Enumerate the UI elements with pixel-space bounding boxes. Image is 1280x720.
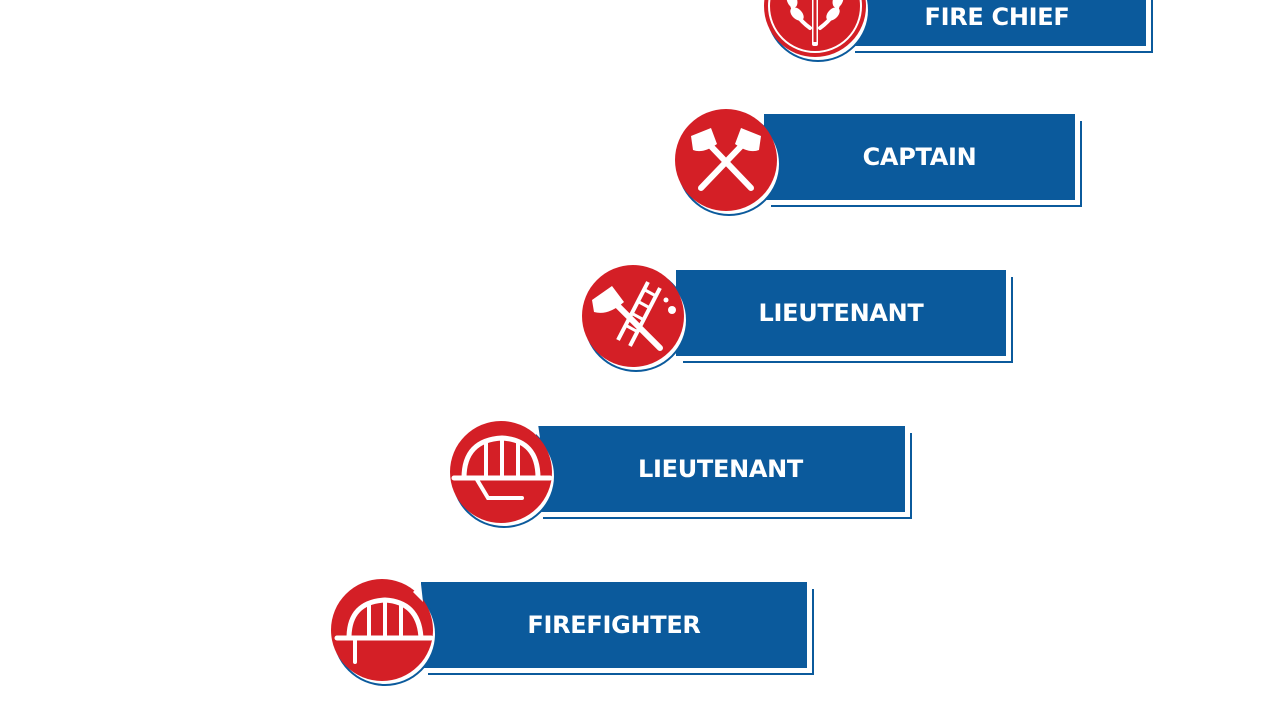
laurel-wreath-axe-icon	[760, 0, 872, 62]
rank-bar: FIRE CHIEF	[848, 0, 1146, 46]
fire-helmet-icon	[446, 416, 558, 528]
rank-bar: CAPTAIN	[764, 114, 1075, 200]
rank-label: LIEUTENANT	[638, 455, 803, 483]
rank-bar: FIREFIGHTER	[421, 582, 807, 668]
rank-label: FIRE CHIEF	[924, 2, 1070, 31]
rank-label: CAPTAIN	[862, 143, 977, 171]
rank-label: FIREFIGHTER	[527, 611, 701, 639]
rank-bar: LIEUTENANT	[536, 426, 905, 512]
rank-label: LIEUTENANT	[758, 299, 924, 327]
axe-and-ladder-icon	[578, 260, 690, 372]
crossed-axes-icon	[671, 104, 783, 216]
fire-helmet-icon	[327, 574, 439, 686]
rank-bar: LIEUTENANT	[676, 270, 1006, 356]
